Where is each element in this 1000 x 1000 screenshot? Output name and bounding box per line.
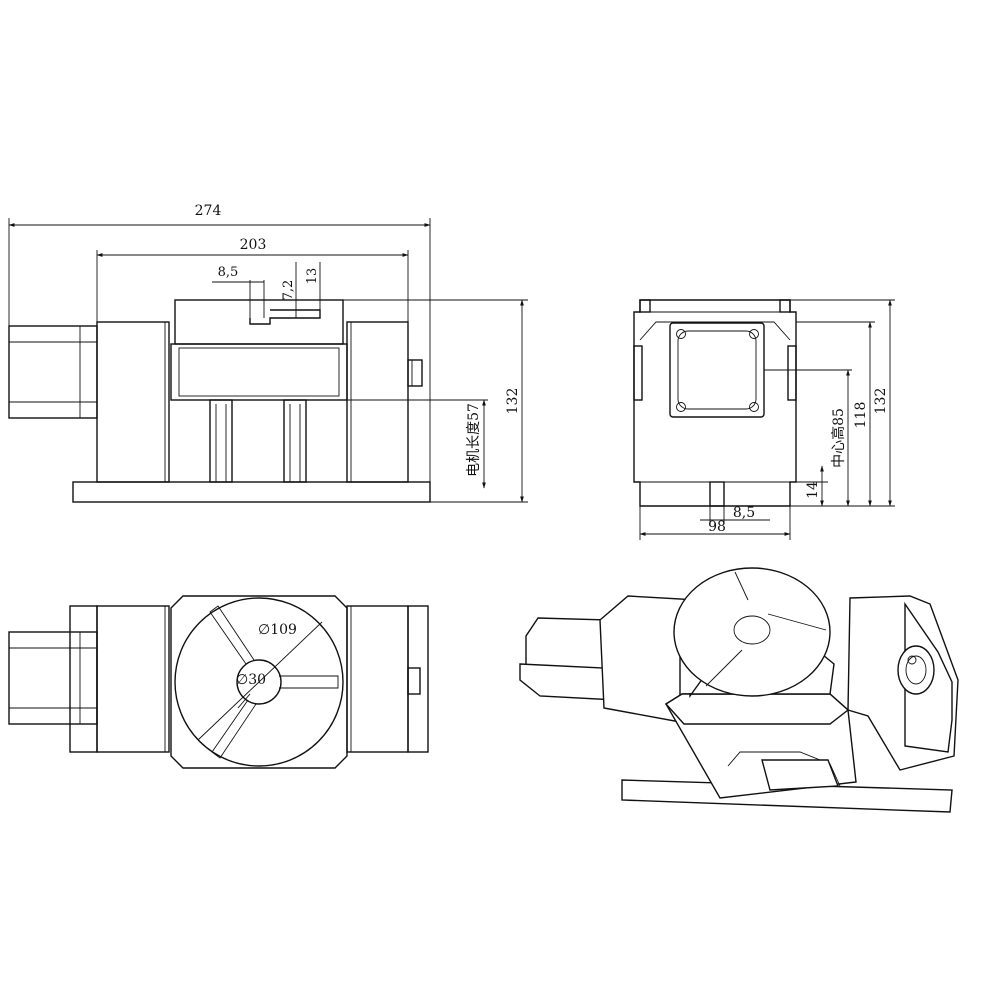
front-view: 274 203 8,5 7,2 13 电机长度57 132 bbox=[8, 203, 528, 503]
dim-height-118: 118 bbox=[853, 402, 869, 429]
dim-slot-offset: 8,5 bbox=[218, 265, 239, 280]
top-motor bbox=[8, 631, 98, 725]
dim-motor-length: 电机长度57 bbox=[466, 403, 482, 477]
side-view: 14 中心高85 118 132 8,5 98 bbox=[633, 299, 895, 540]
dim-base-14: 14 bbox=[805, 481, 821, 499]
dim-body-length: 203 bbox=[240, 237, 267, 253]
front-motor bbox=[8, 325, 98, 419]
top-view: ∅109 ∅30 bbox=[8, 595, 429, 769]
dim-center-height: 中心高85 bbox=[830, 408, 847, 468]
dim-total-height: 132 bbox=[505, 388, 521, 415]
dim-slot-depth: 13 bbox=[305, 268, 320, 285]
dim-overall-length: 274 bbox=[195, 203, 222, 219]
dim-slot-width: 7,2 bbox=[281, 280, 296, 301]
dim-height-132: 132 bbox=[873, 388, 889, 415]
side-motor-flange bbox=[669, 322, 765, 418]
dim-bore-diameter: ∅30 bbox=[236, 672, 266, 688]
dim-slot-8-5: 8,5 bbox=[733, 505, 755, 521]
isometric-view bbox=[519, 567, 959, 813]
dim-width-98: 98 bbox=[708, 519, 726, 535]
dim-chuck-diameter: ∅109 bbox=[258, 622, 297, 638]
